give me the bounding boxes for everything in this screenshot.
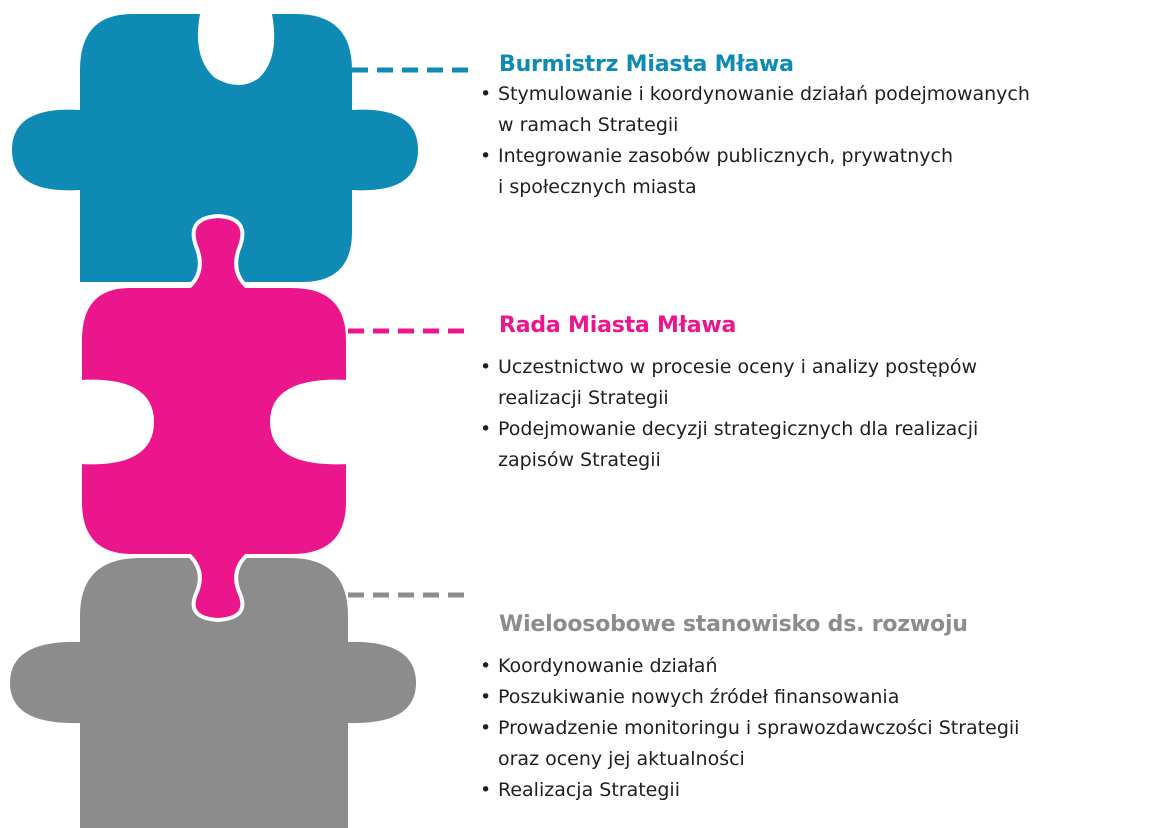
bullet-list: Koordynowanie działań Poszukiwanie nowyc…: [480, 651, 1160, 806]
bullet-continuation: i społecznych miasta: [498, 176, 697, 198]
bullet-item: Poszukiwanie nowych źródeł finansowania: [480, 682, 1160, 713]
puzzle-piece-gray: [10, 558, 416, 828]
puzzle-piece-blue: [12, 14, 418, 282]
bullet-item: Prowadzenie monitoringu i sprawozdawczoś…: [480, 713, 1160, 744]
bullet-item: Integrowanie zasobów publicznych, prywat…: [480, 141, 1160, 172]
bullet-item: Stymulowanie i koordynowanie działań pod…: [480, 79, 1160, 110]
puzzle-stack: [10, 14, 472, 828]
bullet-list: Uczestnictwo w procesie oceny i analizy …: [480, 352, 1160, 476]
bullet-continuation: w ramach Strategii: [498, 114, 679, 136]
bullet-list: Stymulowanie i koordynowanie działań pod…: [480, 79, 1160, 203]
section-burmistrz: Burmistrz Miasta Mława Stymulowanie i ko…: [480, 52, 1160, 203]
bullet-continuation: zapisów Strategii: [498, 449, 661, 471]
section-stanowisko: Wieloosobowe stanowisko ds. rozwoju Koor…: [480, 612, 1160, 806]
puzzle-piece-pink: [78, 214, 350, 622]
bullet-item: Podejmowanie decyzji strategicznych dla …: [480, 414, 1160, 445]
bullet-item: Koordynowanie działań: [480, 651, 1160, 682]
bullet-item: Uczestnictwo w procesie oceny i analizy …: [480, 352, 1160, 383]
bullet-continuation: oraz oceny jej aktualności: [498, 748, 745, 770]
section-title: Wieloosobowe stanowisko ds. rozwoju: [499, 612, 968, 637]
bullet-item: Realizacja Strategii: [480, 775, 1160, 806]
section-title: Rada Miasta Mława: [499, 313, 737, 338]
section-rada: Rada Miasta Mława Uczestnictwo w procesi…: [480, 313, 1160, 476]
bullet-continuation: realizacji Strategii: [498, 387, 669, 409]
section-title: Burmistrz Miasta Mława: [499, 52, 794, 77]
